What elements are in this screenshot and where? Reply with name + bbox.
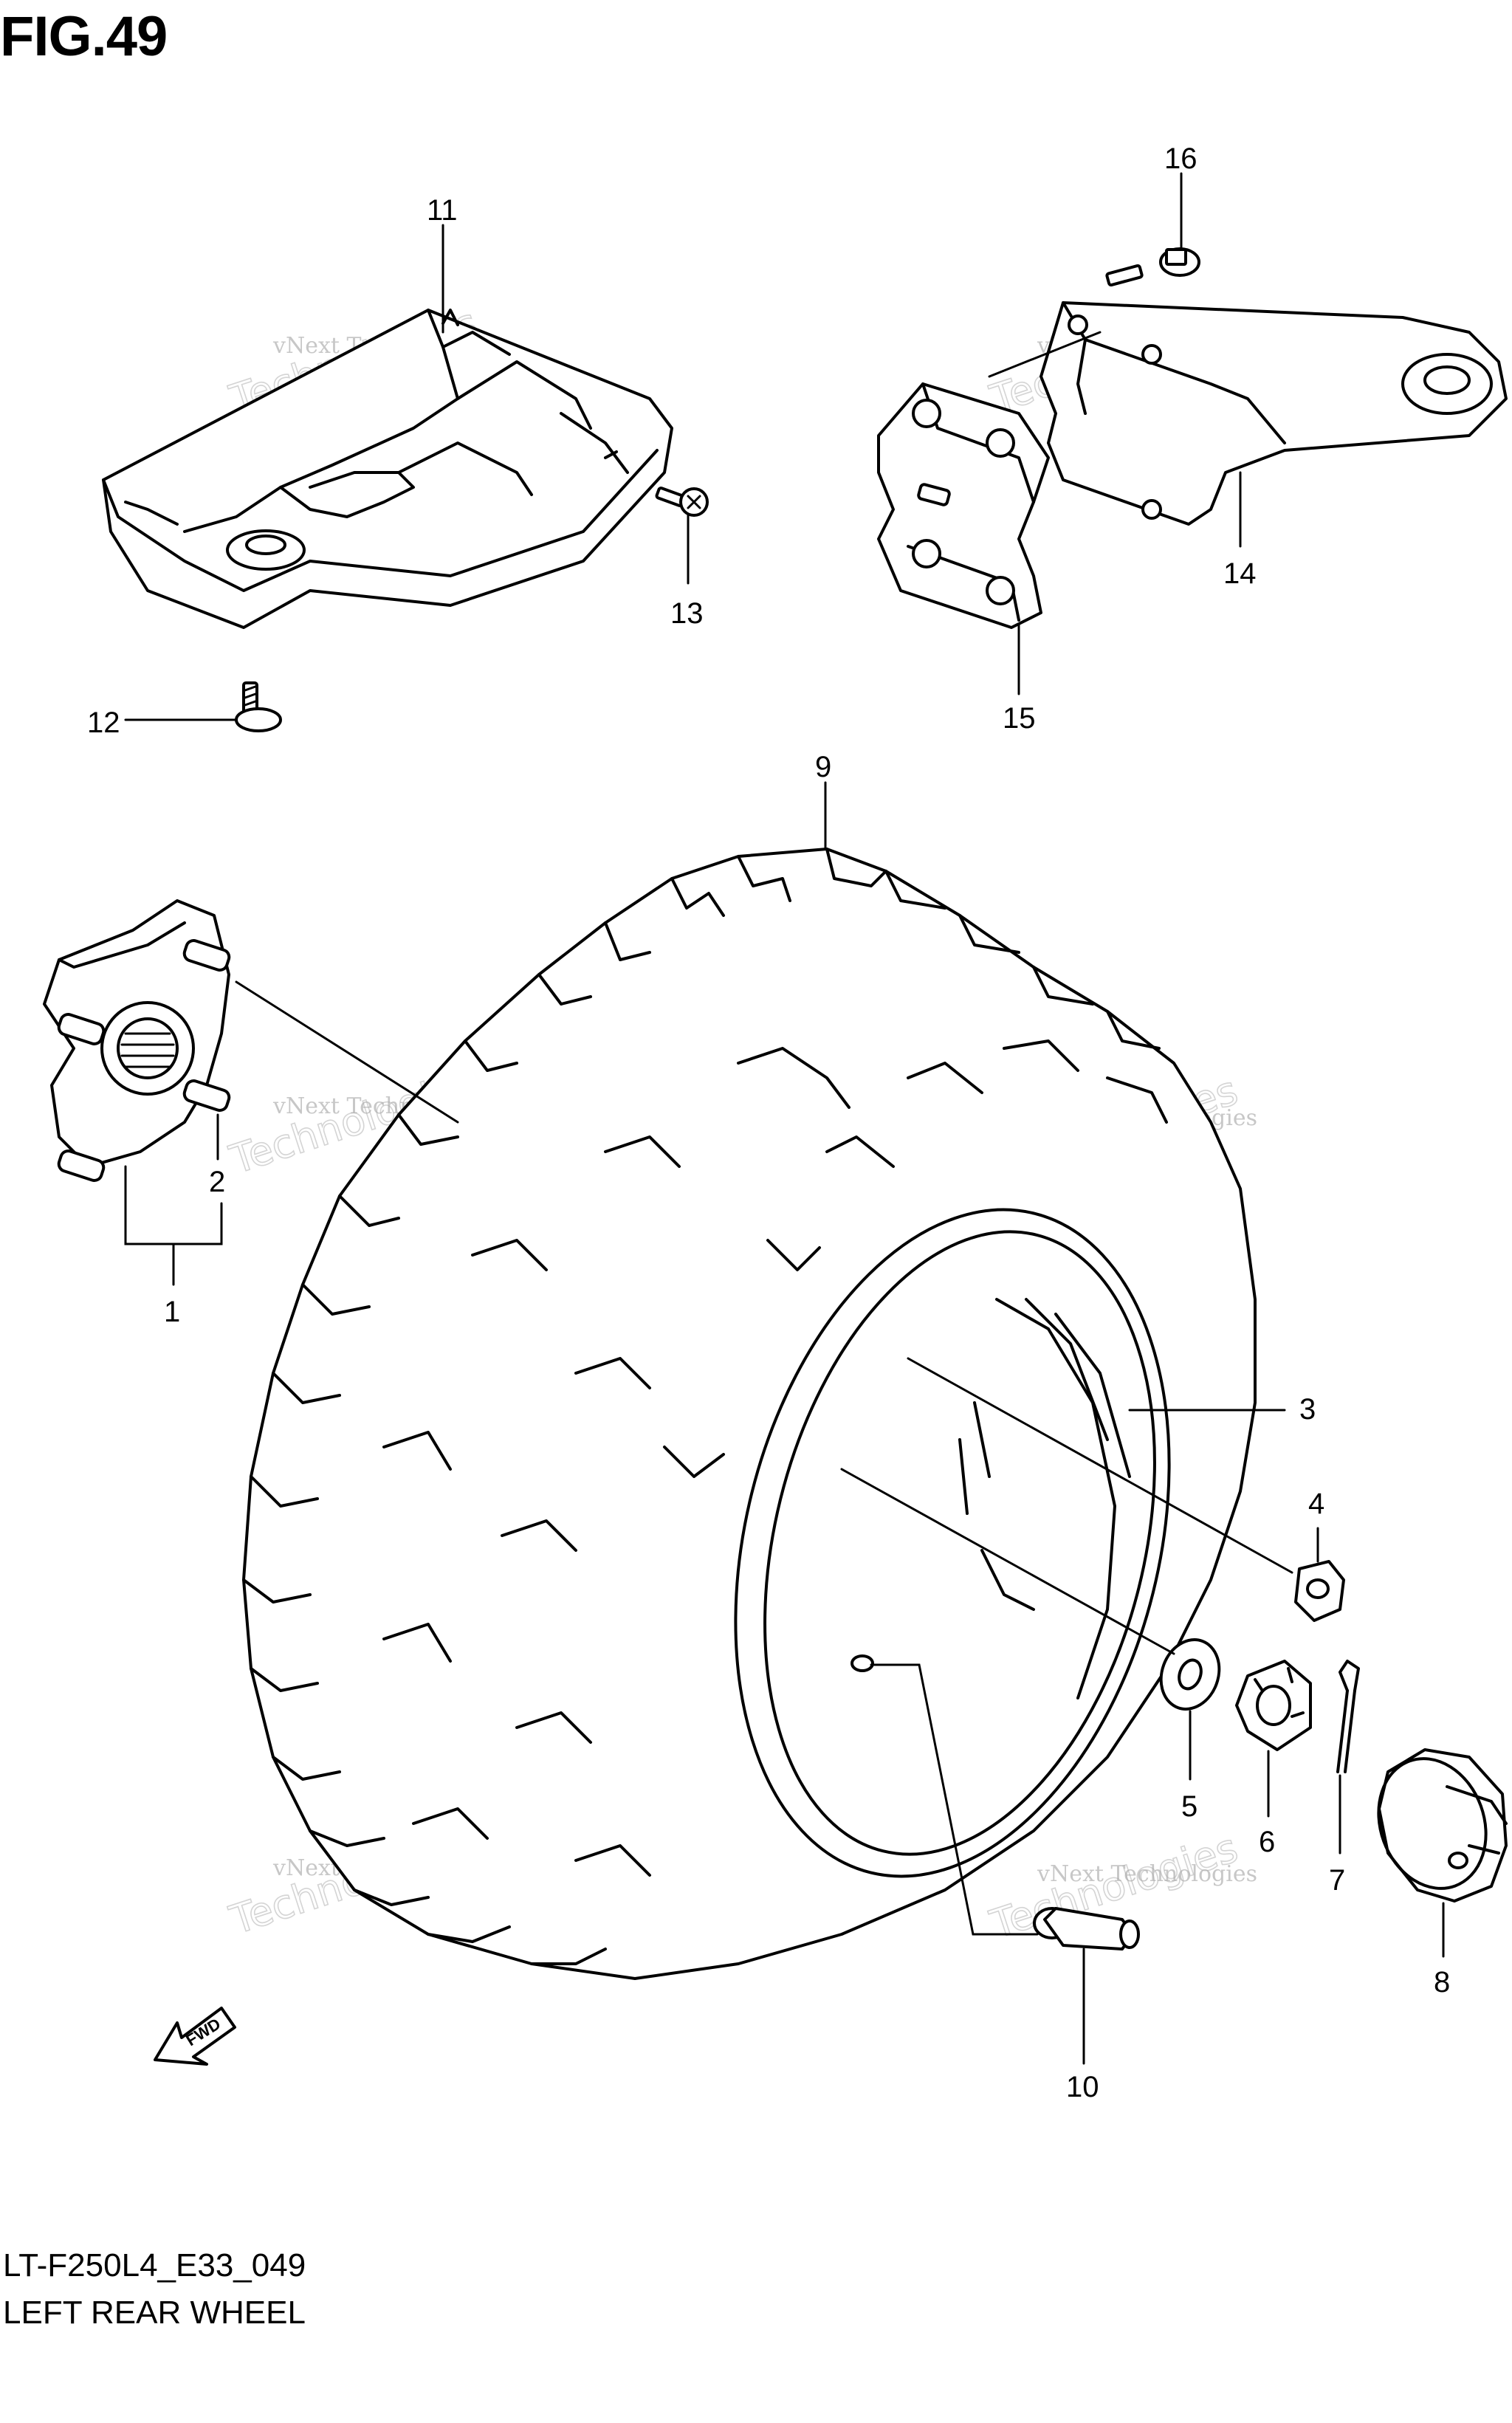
part-6-castle-nut[interactable] <box>1235 1660 1312 1751</box>
callout-15[interactable]: 15 <box>1003 702 1036 735</box>
drawing-name: LEFT REAR WHEEL <box>3 2295 306 2331</box>
part-2-studs[interactable] <box>57 938 231 1182</box>
figure-title: FIG.49 <box>0 5 168 68</box>
part-14-bracket[interactable] <box>1040 301 1508 526</box>
part-15-clamp[interactable] <box>877 382 1050 629</box>
callout-3[interactable]: 3 <box>1299 1393 1316 1426</box>
callout-5[interactable]: 5 <box>1181 1790 1197 1823</box>
drawing-code: LT-F250L4_E33_049 <box>3 2247 306 2283</box>
callout-14[interactable]: 14 <box>1223 557 1257 590</box>
callout-6[interactable]: 6 <box>1259 1826 1275 1858</box>
callout-8[interactable]: 8 <box>1434 1966 1450 1998</box>
callout-1[interactable]: 1 <box>164 1296 180 1328</box>
part-5-washer[interactable] <box>1152 1632 1228 1717</box>
callout-7[interactable]: 7 <box>1329 1864 1345 1897</box>
watermark-text: vNext Technologies <box>1037 1861 1257 1887</box>
callouts: 11 12 13 16 14 15 9 2 1 3 4 5 6 7 8 10 <box>87 142 1450 2103</box>
part-8-hub-cap[interactable] <box>1361 1743 1508 1903</box>
part-1-hub[interactable] <box>43 899 230 1168</box>
part-12-bolt[interactable] <box>235 681 282 732</box>
part-13-bolt[interactable] <box>655 487 709 517</box>
callout-11[interactable]: 11 <box>427 194 458 227</box>
callout-9[interactable]: 9 <box>815 751 831 783</box>
part-11-guard[interactable] <box>102 309 673 629</box>
part-4-nut[interactable] <box>1294 1560 1345 1622</box>
callout-16[interactable]: 16 <box>1164 142 1197 175</box>
part-7-cotter-pin[interactable] <box>1336 1660 1360 1773</box>
callout-12[interactable]: 12 <box>87 707 120 739</box>
callout-4[interactable]: 4 <box>1308 1488 1324 1520</box>
part-16-bolt[interactable] <box>1105 247 1200 287</box>
callout-10[interactable]: 10 <box>1066 2071 1099 2103</box>
leader-lines <box>124 172 1445 2065</box>
callout-2[interactable]: 2 <box>209 1166 225 1198</box>
callout-13[interactable]: 13 <box>670 597 704 630</box>
fwd-arrow: FWD <box>154 2007 236 2066</box>
part-9-tire[interactable] <box>242 848 1257 1980</box>
part-10-valve[interactable] <box>1033 1907 1140 1951</box>
